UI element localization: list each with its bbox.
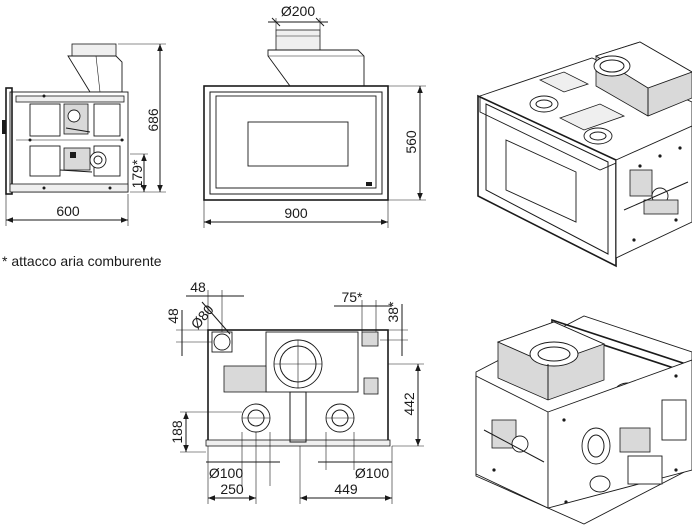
top-air-offset-label: 75* xyxy=(341,289,363,305)
front-view: Ø200 560 900 xyxy=(203,3,426,228)
top-depth-label: 442 xyxy=(401,392,417,416)
top-outlet-right-label: Ø100 xyxy=(355,465,389,481)
front-flue-label: Ø200 xyxy=(281,3,315,19)
iso-view-front xyxy=(477,41,692,268)
top-outlet-right-pos-label: 449 xyxy=(334,481,358,497)
iso-view-rear xyxy=(475,315,692,525)
front-height-label: 560 xyxy=(403,130,419,154)
front-width-label: 900 xyxy=(284,205,308,221)
top-view: 48 48 Ø80 75* 38* 442 188 Ø100 xyxy=(165,279,424,504)
side-air-inlet-label: 179* xyxy=(129,159,145,188)
footnote: * attacco aria comburente xyxy=(2,253,162,269)
top-outlet-offset-label: 188 xyxy=(169,420,185,444)
top-outlet-left-label: Ø100 xyxy=(209,465,243,481)
top-offset-x-label: 48 xyxy=(190,279,206,295)
top-outlet-left-pos-label: 250 xyxy=(220,481,244,497)
top-offset-y-label: 48 xyxy=(165,308,181,324)
side-height-label: 686 xyxy=(145,108,161,132)
side-width-label: 600 xyxy=(56,203,80,219)
side-mechanism xyxy=(59,103,107,173)
top-air-offset-side-label: 38* xyxy=(385,301,401,323)
top-air-diameter-label: Ø80 xyxy=(188,301,217,332)
side-view: 686 179* 600 xyxy=(2,43,166,226)
